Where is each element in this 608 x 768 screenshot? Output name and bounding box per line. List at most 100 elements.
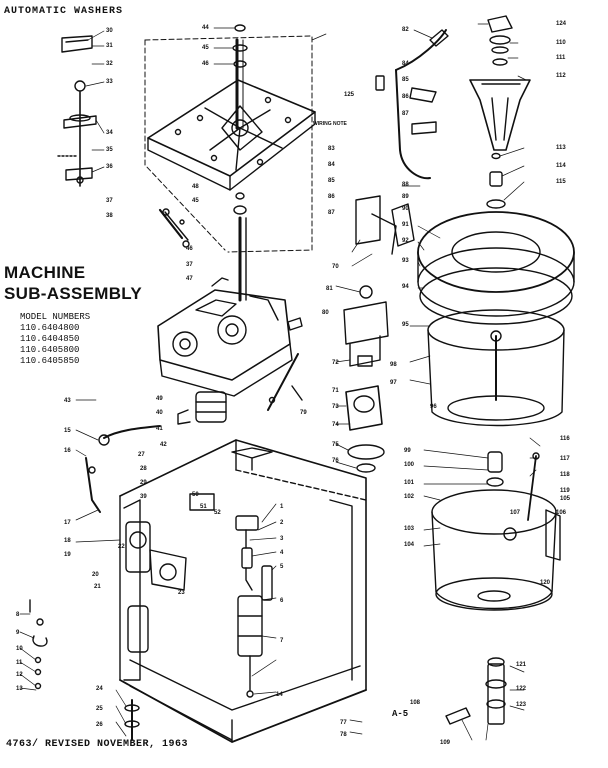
pump-assembly — [343, 285, 389, 473]
drive-motor — [177, 391, 227, 425]
cabinet-top-outline — [144, 35, 313, 253]
part-number-callout: 46 — [202, 61, 209, 67]
part-number-callout: 105 — [560, 496, 571, 502]
part-number-callout: 84 — [328, 162, 335, 168]
part-number-callout: 10 — [16, 646, 23, 652]
part-number-callout: 91 — [402, 222, 409, 228]
door-switch-parts — [355, 195, 415, 255]
part-number-callout: 31 — [106, 43, 113, 49]
part-number-callout: 114 — [556, 163, 566, 169]
part-number-callout: 48 — [192, 184, 199, 190]
part-number-callout: 34 — [106, 130, 113, 136]
model-number: 110.6405800 — [20, 345, 80, 355]
part-number-callout: 36 — [106, 164, 113, 170]
part-number-callout: 46 — [186, 246, 193, 252]
diagram-title: MACHINE SUB-ASSEMBLY — [4, 262, 142, 304]
part-number-callout: 2 — [280, 520, 284, 526]
tub-ring-and-cover — [417, 211, 575, 325]
part-number-callout: 87 — [402, 111, 409, 117]
part-number-callout: 20 — [92, 572, 99, 578]
hose-assembly — [85, 425, 161, 513]
part-number-callout: 1 — [280, 504, 284, 510]
model-number: 110.6404850 — [20, 334, 80, 344]
part-number-callout: 124 — [556, 21, 567, 27]
pump-and-valve — [235, 515, 273, 698]
part-number-callout: 73 — [332, 404, 339, 410]
part-number-callout: 17 — [64, 520, 71, 526]
part-number-callout: 23 — [178, 590, 185, 596]
part-number-callout: 80 — [322, 310, 329, 316]
part-number-callout: 93 — [402, 258, 409, 264]
part-number-callout: 37 — [186, 262, 193, 268]
model-number: 110.6404800 — [20, 323, 80, 333]
part-number-callout: 102 — [404, 494, 415, 500]
part-number-callout: 108 — [410, 700, 421, 706]
part-number-callout: 94 — [402, 284, 409, 290]
title-line-2: SUB-ASSEMBLY — [4, 284, 143, 303]
part-number-callout: 5 — [280, 564, 284, 570]
title-line-1: MACHINE — [4, 263, 86, 282]
part-number-callout: 27 — [138, 452, 145, 458]
part-number-callout: 42 — [160, 442, 167, 448]
part-number-callout: 82 — [402, 27, 409, 33]
part-number-callout: 22 — [118, 544, 125, 550]
model-numbers-heading: MODEL NUMBERS — [20, 312, 91, 322]
part-number-callout: 116 — [560, 436, 570, 442]
part-number-callout: 107 — [510, 510, 521, 516]
part-number-callout: 28 — [140, 466, 147, 472]
part-number-callout: 13 — [16, 686, 23, 692]
part-number-callout: 14 — [276, 692, 283, 698]
part-number-callout: 26 — [96, 722, 103, 728]
part-number-callout: 115 — [556, 179, 566, 185]
part-number-callout: 111 — [556, 55, 566, 61]
part-number-callout: 6 — [280, 598, 284, 604]
part-number-callout: 3 — [280, 536, 284, 542]
part-number-callout: 44 — [202, 25, 209, 31]
part-number-callout: 7 — [280, 638, 284, 644]
part-number-callout: 33 — [106, 79, 113, 85]
part-number-callout: 51 — [200, 504, 207, 510]
part-number-callout: 83 — [328, 146, 335, 152]
part-number-callout: 45 — [202, 45, 209, 51]
leveling-bracket — [158, 208, 190, 248]
part-number-callout: 50 — [192, 492, 199, 498]
part-number-callout: 122 — [516, 686, 527, 692]
revision-footer: 4763/ REVISED NOVEMBER, 1963 — [6, 739, 189, 750]
part-number-callout: 4 — [280, 550, 284, 556]
part-number-callout: 77 — [340, 720, 347, 726]
part-number-callout: 99 — [404, 448, 411, 454]
part-number-callout: 106 — [556, 510, 567, 516]
part-number-callout: 79 — [300, 410, 307, 416]
suspension-rod-assembly — [57, 35, 97, 187]
fill-hose-bracket — [375, 29, 449, 180]
part-number-callout: 119 — [560, 488, 570, 494]
part-number-callout: 92 — [402, 238, 409, 244]
part-number-callout: 39 — [140, 494, 147, 500]
transmission-gear-case — [157, 216, 293, 397]
agitator-shaft-parts — [486, 152, 506, 209]
part-number-callout: 89 — [402, 194, 409, 200]
part-number-callout: 71 — [332, 388, 339, 394]
part-number-callout: 101 — [404, 480, 415, 486]
part-number-callout: 96 — [430, 404, 437, 410]
part-number-callout: 49 — [156, 396, 163, 402]
part-number-callout: 37 — [106, 198, 113, 204]
part-number-callout: 70 — [332, 264, 339, 270]
part-number-callout: 45 — [192, 198, 199, 204]
part-number-callout: 41 — [156, 426, 163, 432]
part-number-callout: 21 — [94, 584, 101, 590]
part-number-callout: 15 — [64, 428, 71, 434]
part-number-callout: 81 — [326, 286, 333, 292]
tie-rod-right — [527, 452, 540, 521]
part-number-callout: 85 — [328, 178, 335, 184]
part-number-callout: 72 — [332, 360, 339, 366]
leader-lines — [19, 23, 541, 741]
part-number-callout: 38 — [106, 213, 113, 219]
model-numbers-block: MODEL NUMBERS 110.6404800 110.6404850 11… — [20, 312, 90, 367]
part-number-callout: 109 — [440, 740, 451, 746]
motor-mount-bracket — [149, 493, 215, 591]
part-number-callout: 103 — [404, 526, 415, 532]
hardware-screws — [29, 599, 48, 690]
part-number-callout: 110 — [556, 40, 566, 46]
